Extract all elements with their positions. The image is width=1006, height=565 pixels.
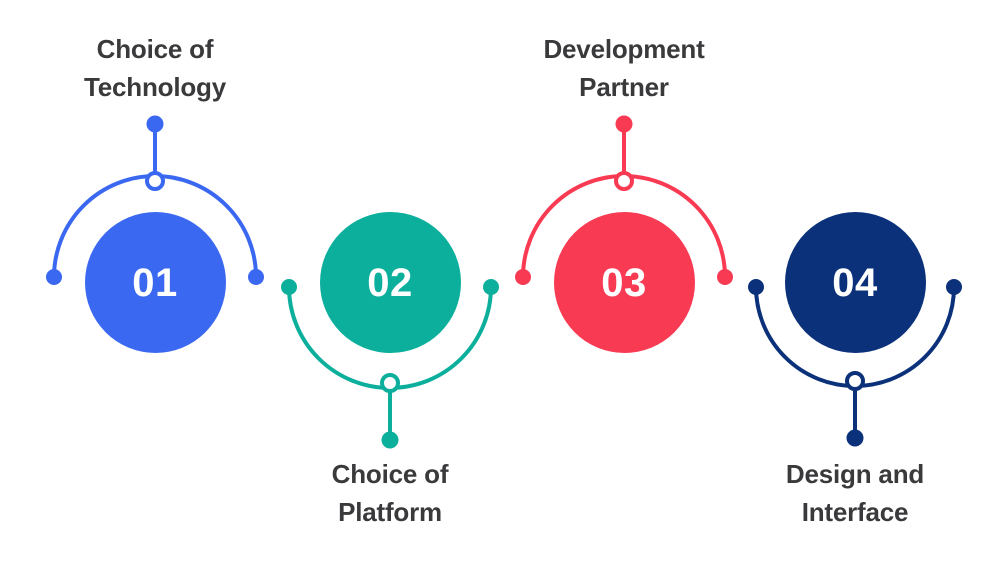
step-3-number-label: 03 [601,260,647,305]
step-3-hollow-node [614,171,634,191]
step-1-arc-end-dot-left [46,269,62,285]
step-4-arc-end-dot-left [748,279,764,295]
step-4-arc-end-dot-right [946,279,962,295]
process-step-3[interactable]: Development Partner 03 [504,0,744,565]
step-3-stem-tip-dot [615,115,633,133]
step-1-title: Choice of Technology [84,34,226,102]
process-step-1[interactable]: Choice of Technology 01 [35,0,275,565]
step-4-title: Design and Interface [785,459,925,527]
step-2-hollow-node [380,373,400,393]
step-3-arc-end-dot-left [515,269,531,285]
step-4-number-badge[interactable]: 04 [784,212,926,353]
step-2-title: Choice of Platform [331,459,449,527]
step-2-number-label: 02 [367,260,413,305]
step-3-title: Development Partner [543,34,705,102]
step-2-connector-graphic [281,279,499,449]
step-2-arc-end-dot-left [281,279,297,295]
step-4-stem-tip-dot [846,429,864,447]
step-1-number-badge[interactable]: 01 [84,212,226,353]
step-1-hollow-node [145,171,165,191]
step-1-arc-end-dot-right [248,269,264,285]
step-1-number-label: 01 [132,260,178,305]
step-3-arc-end-dot-right [717,269,733,285]
step-4-number-label: 04 [832,260,878,305]
step-1-stem-tip-dot [146,115,164,133]
step-3-connector-graphic [515,115,733,285]
process-step-2[interactable]: Choice of Platform 02 [270,0,510,565]
step-2-stem-tip-dot [381,431,399,449]
step-3-number-badge[interactable]: 03 [553,212,695,353]
process-step-4[interactable]: Design and Interface 04 [735,0,975,565]
step-2-number-badge[interactable]: 02 [319,212,461,353]
step-1-connector-graphic [46,115,264,285]
step-2-arc-end-dot-right [483,279,499,295]
step-4-hollow-node [845,371,865,391]
step-4-connector-graphic [748,279,962,447]
